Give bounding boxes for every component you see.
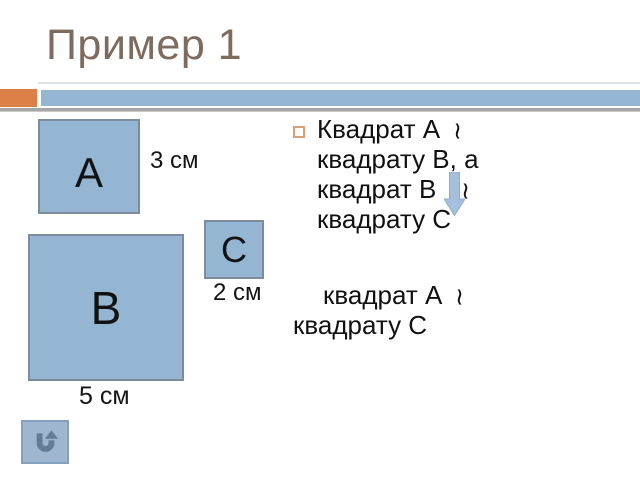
square-c: C bbox=[204, 220, 264, 279]
square-c-size-label: 2 см bbox=[213, 279, 262, 306]
accent-bar-orange bbox=[0, 89, 37, 107]
bullet-square-icon bbox=[293, 126, 305, 138]
return-button[interactable] bbox=[21, 420, 69, 464]
statement-line-2: квадрату B, а bbox=[317, 144, 479, 174]
similarity-symbol: ∼ bbox=[444, 120, 472, 142]
slide-title: Пример 1 bbox=[46, 21, 243, 69]
title-underline-light bbox=[38, 82, 640, 84]
square-a: A bbox=[38, 119, 140, 214]
accent-bar-blue bbox=[41, 90, 640, 106]
square-b-label: B bbox=[90, 281, 122, 334]
conclusion-line-2: квадрату C bbox=[293, 310, 428, 340]
square-a-size-label: 3 см bbox=[150, 147, 199, 174]
statement-line-3: квадрат B∼ bbox=[317, 174, 547, 204]
down-arrow-icon bbox=[444, 172, 465, 216]
similarity-symbol: ∼ bbox=[446, 286, 474, 308]
square-b: B bbox=[28, 234, 184, 381]
u-turn-arrow-icon bbox=[36, 430, 59, 452]
statement-text: Квадрат A∼ квадрату B, а квадрат B∼ квад… bbox=[317, 114, 547, 234]
statement-line-1-text: Квадрат A bbox=[317, 114, 441, 144]
conclusion-text: квадрат A∼ квадрату C bbox=[293, 280, 553, 340]
conclusion-line-1: квадрат A∼ bbox=[293, 280, 553, 310]
statement-line-4: квадрату C bbox=[317, 204, 452, 234]
divider-line bbox=[0, 108, 640, 112]
square-c-label: C bbox=[221, 228, 247, 270]
statement-line-1: Квадрат A∼ bbox=[317, 114, 547, 144]
square-a-label: A bbox=[74, 148, 103, 196]
square-b-size-label: 5 см bbox=[79, 382, 130, 410]
conclusion-line-1-text: квадрат A bbox=[323, 280, 443, 310]
statement-line-3-text: квадрат B bbox=[317, 174, 437, 204]
